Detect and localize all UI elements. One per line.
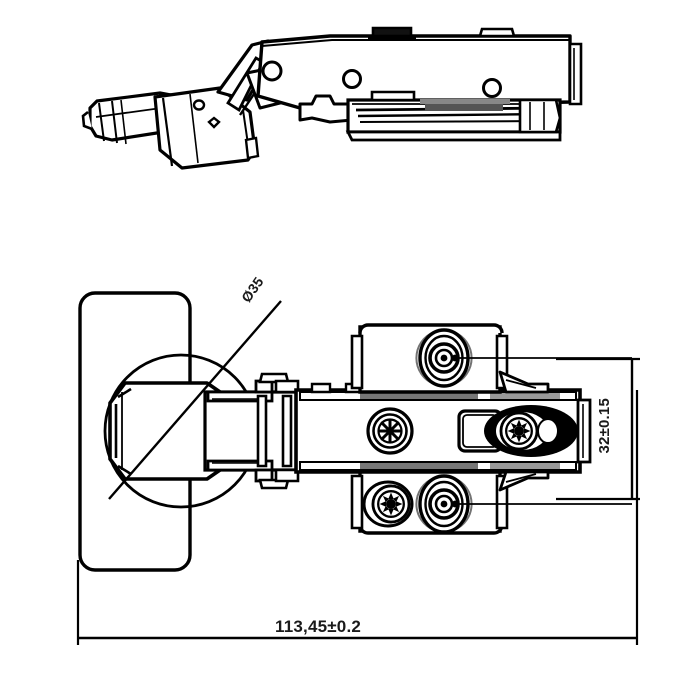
- hinge-linkage-plan: [203, 372, 302, 490]
- plan-view: [76, 291, 640, 645]
- mounting-plate-side: [345, 90, 562, 142]
- hinge-cup-flange-side: [153, 86, 260, 170]
- torx-fixing-screw: [362, 480, 414, 528]
- cross-screw-adjuster: [366, 407, 414, 455]
- dimension-plate-height: [451, 354, 640, 508]
- eccentric-cam-adjuster: [484, 405, 578, 457]
- mounting-plate-wing-lower: [350, 470, 550, 535]
- hinge-arm-plan: [294, 382, 592, 474]
- mounting-plate-wing-upper: [350, 323, 550, 394]
- dimension-cup-diameter: [108, 300, 282, 500]
- dimension-label-plate-height: 32±0.15: [596, 398, 613, 454]
- dimension-label-overall-length: 113,45±0.2: [275, 617, 362, 636]
- hinge-arm-side: [256, 26, 583, 110]
- dimension-overall-length: [76, 390, 639, 645]
- side-elevation-view: [81, 26, 583, 170]
